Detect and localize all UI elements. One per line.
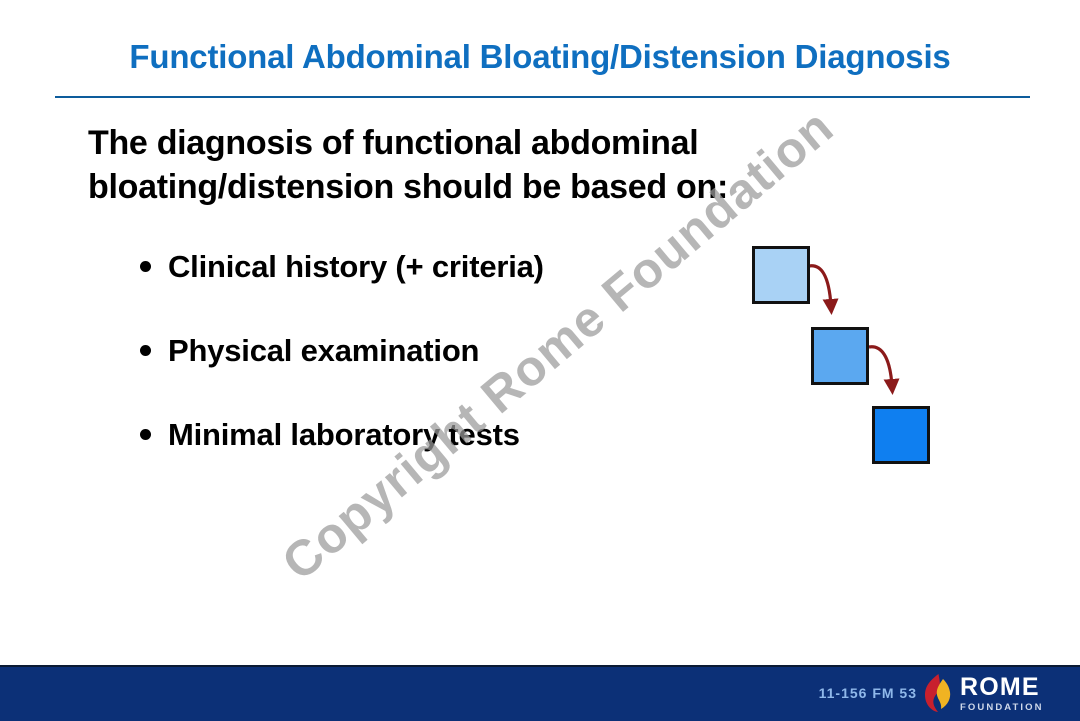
- list-item-label: Clinical history (+ criteria): [168, 249, 544, 284]
- brand-wordmark: ROME FOUNDATION: [960, 675, 1068, 713]
- brand-subtitle: FOUNDATION: [960, 702, 1044, 713]
- list-item: Physical examination: [140, 333, 740, 417]
- flame-icon: [925, 674, 951, 712]
- step-1-box: [752, 246, 810, 304]
- step-2-box: [811, 327, 869, 385]
- arrow-step2-to-step3: [868, 345, 900, 395]
- arrow-step1-to-step2: [808, 264, 839, 315]
- lead-paragraph: The diagnosis of functional abdominal bl…: [88, 122, 938, 209]
- bullet-dot-icon: [140, 429, 151, 440]
- list-item-label: Minimal laboratory tests: [168, 417, 520, 452]
- list-item: Minimal laboratory tests: [140, 417, 740, 501]
- slide-reference-code: 11-156 FM 53: [818, 685, 917, 701]
- lead-line-1: The diagnosis of functional abdominal: [88, 124, 699, 162]
- step-3-box: [872, 406, 930, 464]
- footer-bar: [0, 665, 1080, 721]
- rome-foundation-logo: ROME FOUNDATION: [922, 673, 1068, 715]
- lead-line-2: bloating/distension should be based on:: [88, 167, 728, 206]
- list-item: Clinical history (+ criteria): [140, 249, 740, 333]
- page-title: Functional Abdominal Bloating/Distension…: [129, 38, 951, 75]
- list-item-label: Physical examination: [168, 333, 480, 368]
- bullet-dot-icon: [140, 261, 151, 272]
- severity-cascade-diagram: [735, 235, 950, 475]
- title-divider: [55, 96, 1030, 98]
- bullet-dot-icon: [140, 345, 151, 356]
- criteria-list: Clinical history (+ criteria) Physical e…: [140, 249, 740, 501]
- brand-name: ROME: [960, 673, 1040, 701]
